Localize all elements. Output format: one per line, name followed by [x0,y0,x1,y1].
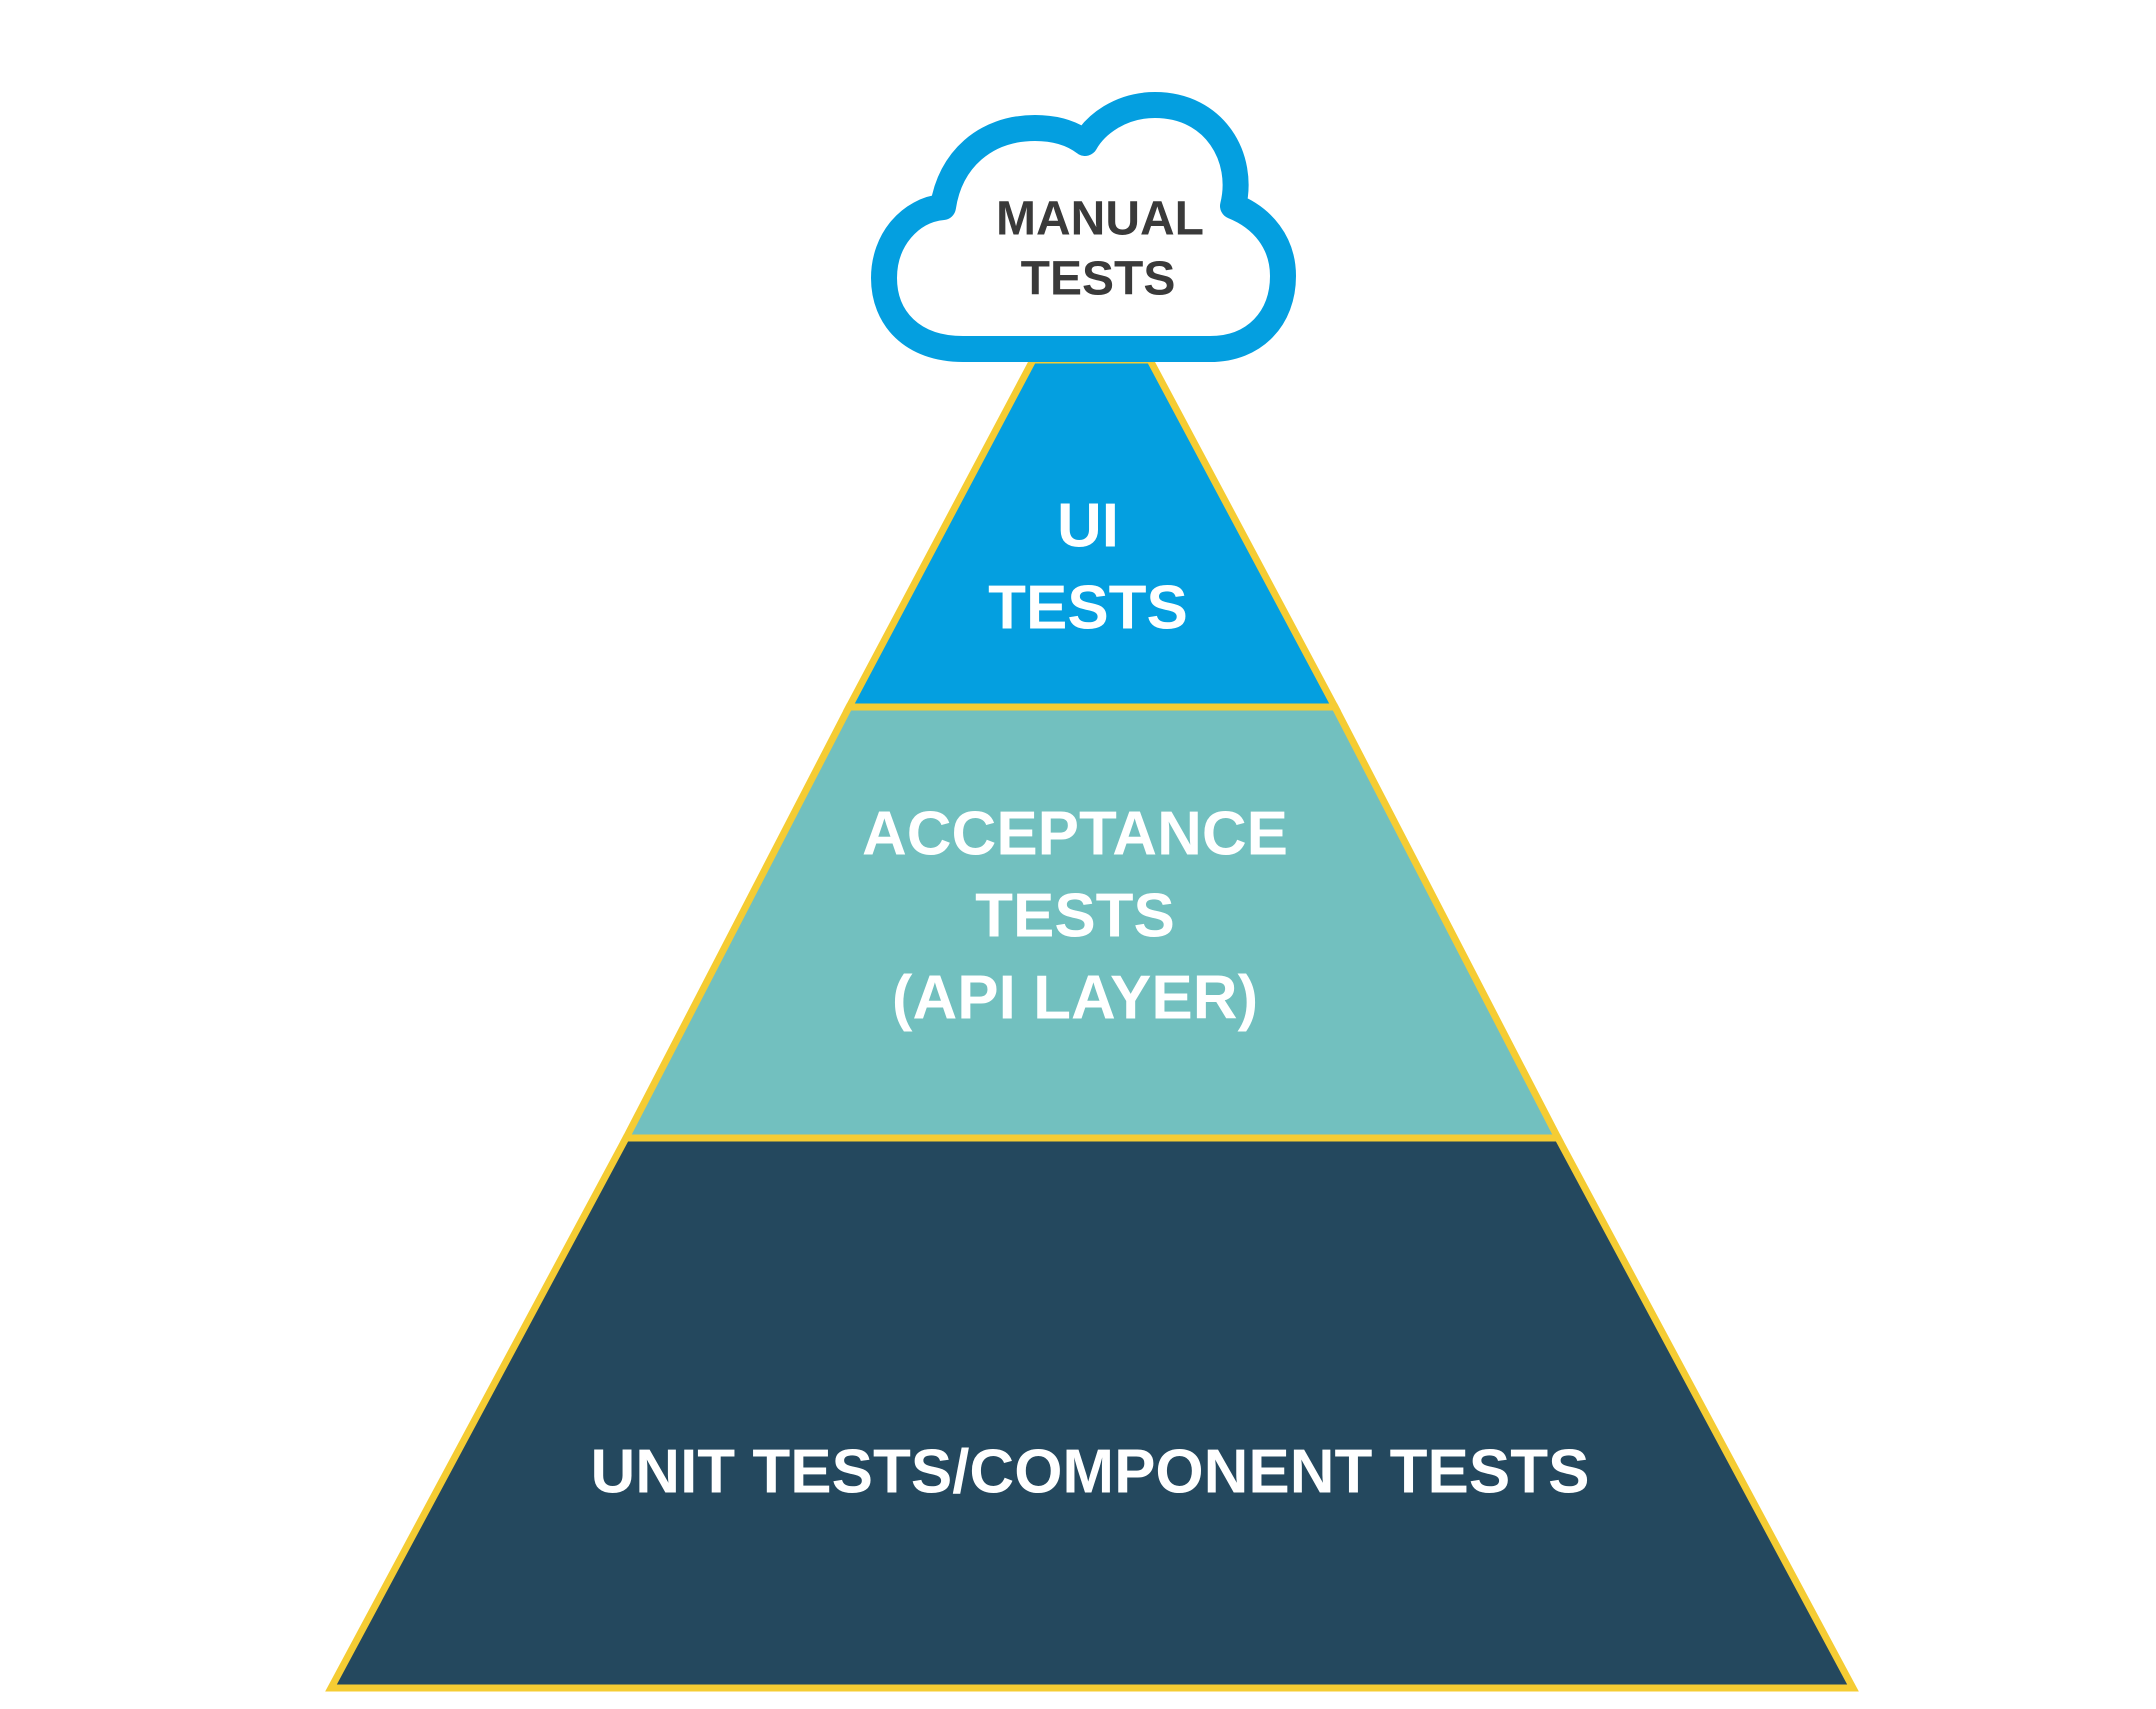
acceptance-tests-label-line-1: ACCEPTANCE [862,799,1288,868]
ui-tests-label-line-1: UI [1057,491,1119,560]
ui-tests-label-line-2: TESTS [988,573,1188,642]
cloud-icon [871,92,1296,362]
acceptance-tests-label-line-3: (API LAYER) [892,963,1258,1032]
cloud-label-line-2: TESTS [1021,253,1176,306]
layer-unit-tests [325,1134,1859,1692]
pyramid [325,356,1859,1692]
layer-labels: UI TESTS ACCEPTANCE TESTS (API LAYER) UN… [591,491,1590,1506]
manual-tests-cloud: MANUAL TESTS [871,92,1296,362]
unit-tests-label: UNIT TESTS/COMPONENT TESTS [591,1437,1590,1506]
acceptance-tests-label-line-2: TESTS [975,881,1175,950]
cloud-label-line-1: MANUAL [996,193,1204,246]
